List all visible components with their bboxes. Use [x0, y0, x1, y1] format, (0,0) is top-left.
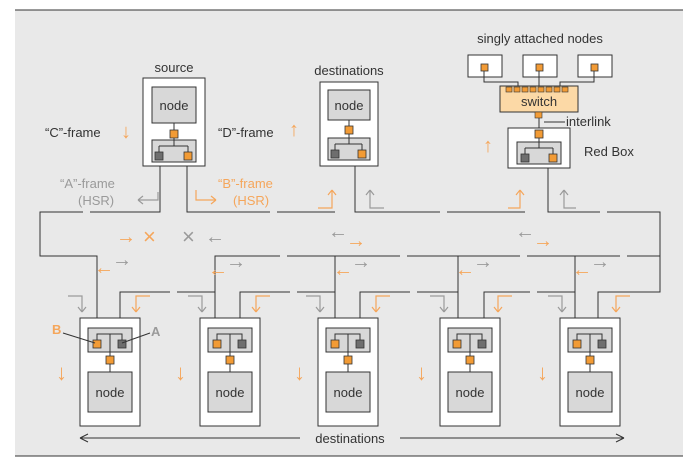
destinations-arrowhead-right [615, 433, 625, 443]
a-frame-turn-arrow [138, 192, 159, 201]
a-frame-sub-label: (HSR) [78, 193, 114, 208]
b-frame-sub-label: (HSR) [233, 193, 269, 208]
source-node: node [142, 77, 206, 167]
c-frame-label: “C”-frame [45, 125, 101, 140]
bottom-node-label: node [456, 385, 485, 400]
destinations-top-label: destinations [314, 63, 384, 78]
redbox-orange-head [515, 189, 525, 196]
ring-arrow-left-6: ← [333, 259, 353, 281]
bottom-node-label: node [96, 385, 125, 400]
ring-arrow-right-7: → [473, 251, 493, 273]
bottom-node-4: node [439, 317, 501, 427]
singly-attached-node-2 [522, 54, 558, 78]
ring-arrow-right-8: → [590, 251, 610, 273]
interlink-label: interlink [566, 114, 611, 129]
bottom-down-arrow-1: ↓ [56, 360, 67, 385]
dest-top-gray-turn [369, 190, 384, 209]
red-box-label: Red Box [584, 144, 634, 159]
source-node-label: node [160, 98, 189, 113]
bottom-nodes: node node node node node [79, 317, 621, 427]
port-b-label: B [52, 322, 61, 337]
singly-attached-node-3 [577, 54, 613, 78]
ring-gaps [83, 210, 627, 294]
singly-attached-node-1 [467, 54, 503, 78]
bottom-down-arrow-5: ↓ [537, 360, 548, 385]
d-frame-label: “D”-frame [218, 125, 274, 140]
port-b-pointer [62, 332, 96, 344]
destinations-bottom-label: destinations [315, 431, 385, 446]
destination-node-top: node [319, 81, 379, 167]
destinations-arrowhead-left [79, 433, 89, 443]
c-frame-arrow-down: ↓ [121, 121, 131, 143]
bottom-node-1: node [79, 317, 141, 427]
bottom-turn-arrows [68, 295, 630, 313]
redbox-orange-turn [508, 190, 521, 209]
ring-arrow-right-3: → [533, 230, 553, 252]
ring-arrow-left-1: ← [205, 226, 225, 248]
redbox-up-arrow: ↑ [483, 135, 493, 157]
b-frame-arrowhead [210, 195, 217, 205]
ring-arrow-right-6: → [351, 251, 371, 273]
port-a-pointer [121, 332, 151, 344]
b-frame-turn-arrow [195, 190, 216, 201]
ring-arrow-left-2: ← [328, 221, 348, 243]
bottom-node-label: node [334, 385, 363, 400]
ring-arrow-left-5: ← [208, 259, 228, 281]
ring-arrow-left-3: ← [515, 221, 535, 243]
b-frame-label: “B”-frame [218, 176, 273, 191]
a-frame-label: “A”-frame [60, 176, 115, 191]
dest-top-gray-head [365, 189, 375, 196]
singly-attached-links [483, 71, 595, 86]
ring-arrow-left-8: ← [572, 259, 592, 281]
ring-arrow-right-4: → [112, 249, 132, 271]
d-frame-arrow-up: ↑ [289, 119, 299, 141]
bottom-node-label: node [216, 385, 245, 400]
bottom-down-arrow-4: ↓ [416, 360, 427, 385]
red-box [507, 127, 571, 169]
ring-cross-gray: × [182, 224, 195, 249]
bottom-down-arrow-3: ↓ [294, 360, 305, 385]
source-label: source [154, 60, 193, 75]
dest-top-orange-turn [318, 190, 333, 209]
switch-label: switch [521, 94, 557, 109]
dest-top-orange-head [327, 189, 337, 196]
a-frame-arrowhead [137, 195, 144, 205]
switch: switch [499, 85, 579, 119]
ring-arrow-left-4: ← [94, 257, 114, 279]
ring-arrow-right-2: → [346, 230, 366, 252]
bottom-down-arrow-2: ↓ [175, 360, 186, 385]
singly-attached-label: singly attached nodes [477, 31, 603, 46]
ring-cross-orange: × [143, 224, 156, 249]
ring-arrow-left-7: ← [455, 259, 475, 281]
bottom-node-2: node [199, 317, 261, 427]
hsr-ring [39, 165, 661, 330]
port-a-label: A [151, 324, 161, 339]
ring-arrow-right-5: → [226, 251, 246, 273]
redbox-gray-turn [563, 190, 576, 209]
redbox-gray-head [559, 189, 569, 196]
bottom-node-3: node [317, 317, 379, 427]
bottom-node-5: node [559, 317, 621, 427]
bottom-node-label: node [576, 385, 605, 400]
destination-top-node-label: node [335, 98, 364, 113]
ring-arrow-right-1: → [116, 226, 136, 248]
